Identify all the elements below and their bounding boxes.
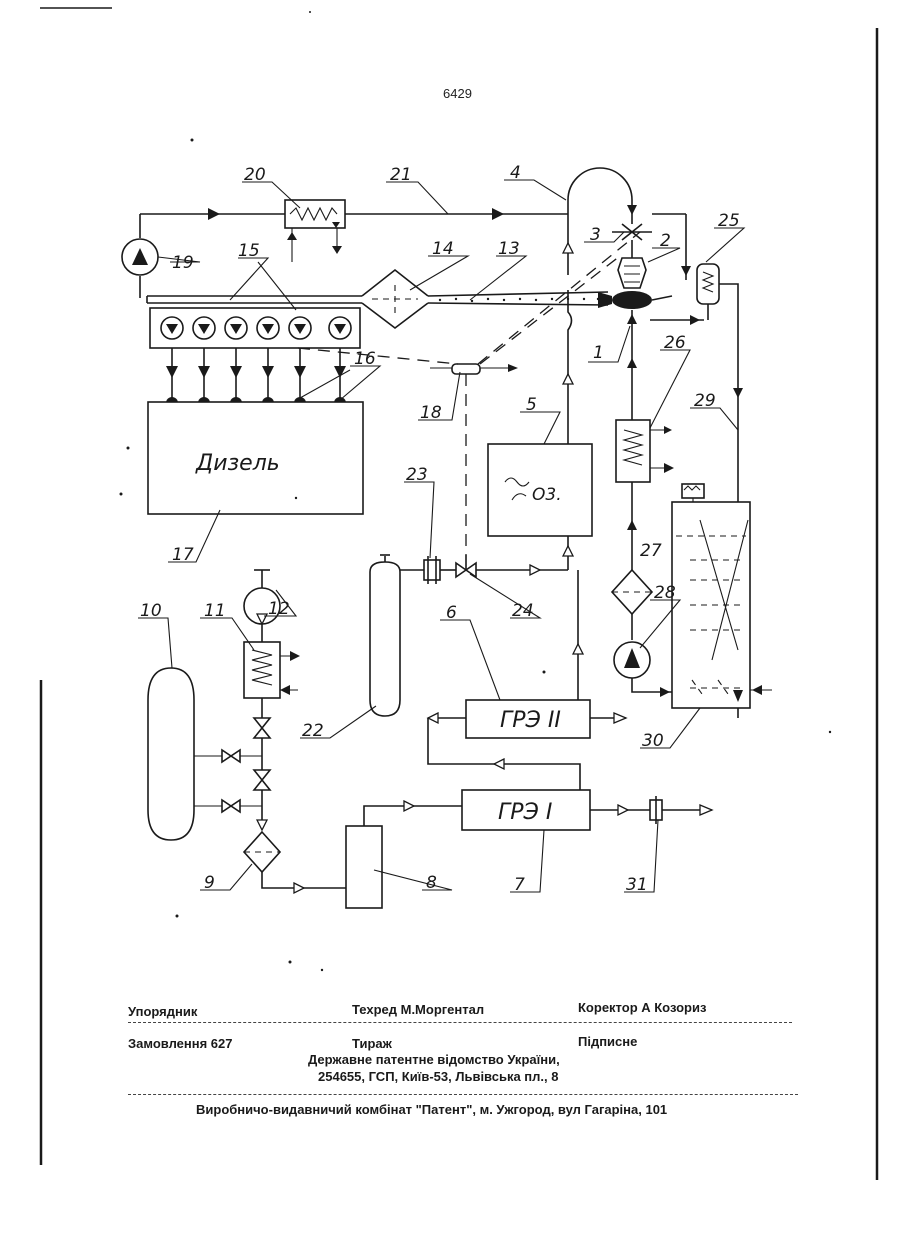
label-26: 26 [664, 333, 686, 353]
ozone-label: О3. [532, 485, 562, 505]
label-2: 2 [660, 231, 671, 251]
printing-plant: Виробничо-видавничий комбінат "Патент", … [196, 1102, 667, 1117]
label-24: 24 [512, 601, 534, 621]
ozone-generator-5 [488, 444, 592, 570]
pump-28 [614, 642, 674, 697]
label-5: 5 [526, 395, 537, 415]
label-14: 14 [432, 239, 454, 259]
label-8: 8 [426, 873, 437, 893]
label-4: 4 [510, 163, 521, 183]
label-25: 25 [718, 211, 740, 231]
corrector: Коректор А Козориз [578, 1000, 706, 1015]
label-17: 17 [172, 545, 194, 565]
label-30: 30 [642, 731, 664, 751]
subscription: Підписне [578, 1034, 637, 1049]
label-3: 3 [590, 225, 601, 245]
label-28: 28 [654, 583, 676, 603]
separator-top [128, 1022, 792, 1023]
label-11: 11 [204, 601, 226, 621]
label-13: 13 [498, 239, 520, 259]
supply-valves [254, 698, 270, 830]
valve-24 [456, 555, 568, 577]
mixer-loop-4 [563, 168, 637, 450]
label-9: 9 [204, 873, 215, 893]
compiler-label: Упорядник [128, 1004, 197, 1019]
pump-19 [122, 239, 158, 275]
label-7: 7 [514, 875, 525, 895]
label-21: 21 [390, 165, 412, 185]
patent-office-line2: 254655, ГСП, Київ-53, Львівська пл., 8 [318, 1069, 558, 1084]
heat-exchanger-20 [285, 200, 345, 262]
label-27: 27 [640, 541, 662, 561]
filter-27 [612, 570, 652, 640]
label-18: 18 [420, 403, 442, 423]
tank-30 [672, 484, 772, 708]
cooler-11 [244, 642, 300, 698]
label-22: 22 [302, 721, 324, 741]
leader-lines [138, 180, 744, 892]
gre1-label: ГРЭ I [498, 800, 552, 825]
label-10: 10 [140, 601, 162, 621]
label-12: 12 [268, 599, 290, 619]
order-number: Замовлення 627 [128, 1036, 233, 1051]
branch-to-25 [650, 214, 704, 325]
label-31: 31 [626, 875, 648, 895]
injection-pumps-15 [150, 308, 360, 400]
filter-9 [244, 832, 346, 893]
label-23: 23 [406, 465, 428, 485]
patent-office-line1: Державне патентне відомство України, [308, 1052, 560, 1067]
label-15: 15 [238, 241, 260, 261]
label-6: 6 [446, 603, 457, 623]
ejector-2 [618, 258, 646, 288]
gre2-label: ГРЭ II [500, 708, 561, 733]
label-16: 16 [354, 349, 376, 369]
label-20: 20 [244, 165, 266, 185]
gas-cylinder-22 [370, 555, 400, 716]
circulation: Тираж [352, 1036, 392, 1051]
block-8 [346, 801, 462, 908]
tech-editor: Техред М.Моргентал [352, 1002, 484, 1017]
reducer-23 [400, 556, 456, 584]
label-1: 1 [593, 343, 604, 363]
diesel-label: Дизель [195, 451, 280, 476]
separator-bottom [128, 1094, 798, 1095]
label-29: 29 [694, 391, 716, 411]
label-19: 19 [172, 253, 194, 273]
mixer-1 [598, 291, 672, 420]
